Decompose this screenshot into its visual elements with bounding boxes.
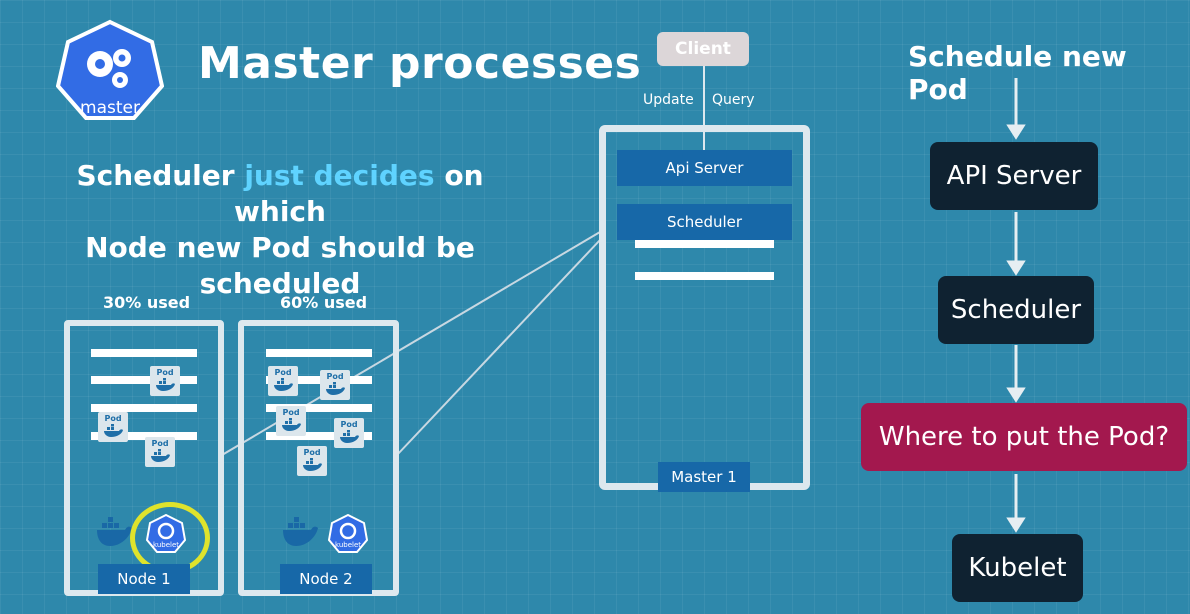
- kubelet-icon: [328, 514, 368, 553]
- pod: Pod: [334, 418, 364, 448]
- pod-label: Pod: [151, 439, 169, 448]
- docker-whale-icon: [326, 382, 345, 395]
- docker-whale-icon: [340, 430, 359, 443]
- node1-bar: [91, 432, 197, 440]
- docker-whale-icon: [282, 418, 301, 431]
- pod: Pod: [320, 370, 350, 400]
- pod-label: Pod: [303, 448, 321, 457]
- node2-usage: 60% used: [280, 293, 368, 312]
- node1-usage: 30% used: [103, 293, 191, 312]
- pod: Pod: [98, 412, 128, 442]
- kubernetes-heptagon-icon: [55, 19, 165, 120]
- node2-bar: [266, 349, 372, 357]
- pod: Pod: [297, 446, 327, 476]
- flow-step-scheduler: Scheduler: [938, 276, 1094, 344]
- docker-whale-icon: [151, 449, 170, 462]
- subtitle-part1: Scheduler: [76, 159, 245, 192]
- flow-step-kubelet: Kubelet: [952, 534, 1083, 602]
- flow-heading: Schedule new Pod: [908, 40, 1127, 106]
- kubelet-label: kubelet: [152, 541, 180, 549]
- node2-bar: [266, 432, 372, 440]
- node1-label: Node 1: [98, 564, 190, 594]
- pod-label: Pod: [282, 408, 300, 417]
- master-bar: [635, 272, 774, 280]
- master-logo: master: [55, 18, 165, 120]
- page-title: Master processes: [198, 38, 642, 89]
- node2-label: Node 2: [280, 564, 372, 594]
- docker-whale-icon: [274, 378, 293, 391]
- master-bar: [635, 240, 774, 248]
- flow-step-where-to-put: Where to put the Pod?: [861, 403, 1187, 471]
- subtitle-highlight: just decides: [244, 159, 435, 192]
- pod: Pod: [145, 437, 175, 467]
- kubelet-icon: [146, 514, 186, 553]
- node2-bar: [266, 404, 372, 412]
- pod: Pod: [276, 406, 306, 436]
- query-label: Query: [712, 92, 755, 108]
- pod-label: Pod: [340, 420, 358, 429]
- api-server-component: Api Server: [617, 150, 792, 186]
- subtitle: Scheduler just decides on which Node new…: [60, 158, 500, 302]
- node2-bar: [266, 376, 372, 384]
- docker-whale-icon: [104, 424, 123, 437]
- flow-step-api-server: API Server: [930, 142, 1098, 210]
- pod: Pod: [150, 366, 180, 396]
- client-box: Client: [657, 32, 749, 66]
- subtitle-line2: Node new Pod should be scheduled: [85, 231, 475, 300]
- master-label: Master 1: [658, 462, 750, 492]
- subtitle-part2: on which: [234, 159, 484, 228]
- docker-whale-icon: [303, 458, 322, 471]
- pod-label: Pod: [156, 368, 174, 377]
- pod-label: Pod: [326, 372, 344, 381]
- node1-bar: [91, 376, 197, 384]
- pod-label: Pod: [104, 414, 122, 423]
- logo-label: master: [80, 98, 140, 118]
- kubelet-label: kubelet: [334, 541, 362, 549]
- docker-whale-icon: [97, 517, 132, 546]
- pod-label: Pod: [274, 368, 292, 377]
- docker-whale-icon: [283, 517, 318, 546]
- scheduler-component: Scheduler: [617, 204, 792, 240]
- node1-bar: [91, 404, 197, 412]
- docker-whale-icon: [156, 378, 175, 391]
- update-label: Update: [643, 92, 694, 108]
- node1-bar: [91, 349, 197, 357]
- pod: Pod: [268, 366, 298, 396]
